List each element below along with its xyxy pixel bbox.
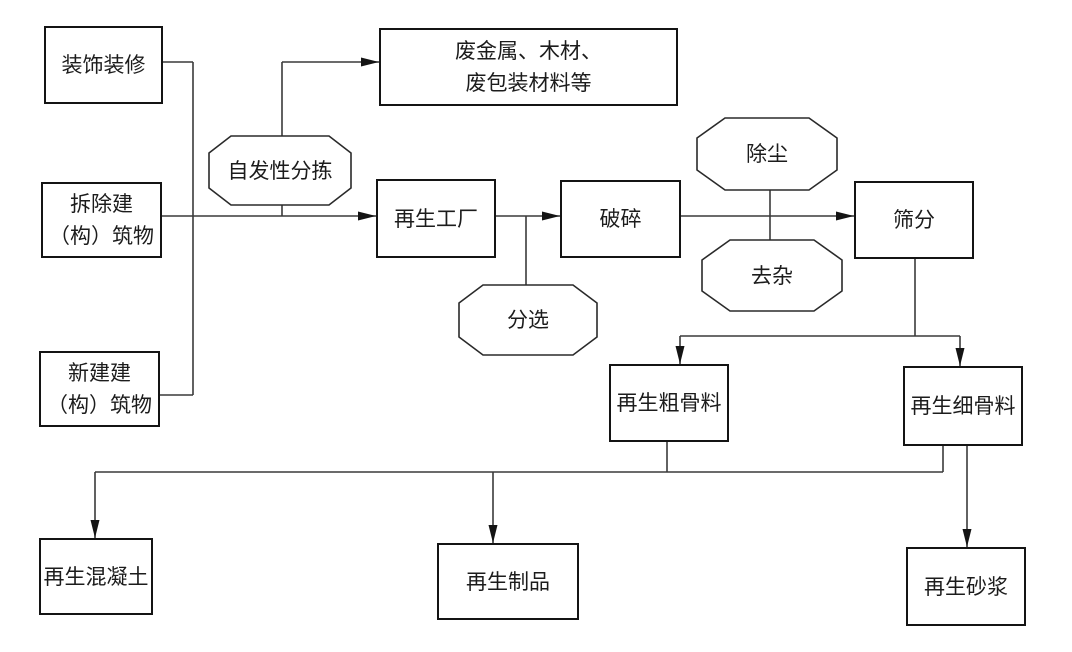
node-recycled-fine-aggregate: 再生细骨料 bbox=[903, 366, 1023, 446]
node-recycled-coarse-aggregate: 再生粗骨料 bbox=[609, 364, 729, 442]
node-label: 拆除建 bbox=[70, 192, 133, 216]
node-label: （构）筑物 bbox=[47, 393, 152, 417]
node-label: 破碎 bbox=[599, 207, 642, 231]
node-recycled-products: 再生制品 bbox=[437, 543, 579, 620]
node-label: 自发性分拣 bbox=[227, 158, 333, 183]
node-label: 装饰装修 bbox=[61, 53, 146, 77]
node-label: 新建建 bbox=[68, 361, 131, 385]
node-label: 废包装材料等 bbox=[465, 71, 592, 95]
node-demolished-buildings: 拆除建 （构）筑物 bbox=[41, 182, 162, 258]
octagon-spontaneous-sorting bbox=[208, 135, 352, 206]
node-label: 去杂 bbox=[751, 263, 793, 288]
octagon-impurity-removal bbox=[701, 239, 843, 312]
node-new-construction: 新建建 （构）筑物 bbox=[39, 351, 160, 427]
node-waste-metal-wood-packaging: 废金属、木材、 废包装材料等 bbox=[379, 28, 678, 106]
node-label: 除尘 bbox=[746, 142, 788, 166]
node-sorting: 分选 bbox=[459, 285, 597, 355]
node-label: 再生工厂 bbox=[394, 206, 478, 231]
node-crushing: 破碎 bbox=[560, 180, 681, 258]
node-screening: 筛分 bbox=[854, 181, 974, 259]
node-label: 分选 bbox=[507, 308, 549, 332]
octagon-sorting bbox=[458, 284, 598, 356]
node-label: 废金属、木材、 bbox=[455, 39, 602, 63]
node-recycling-plant: 再生工厂 bbox=[376, 179, 496, 258]
node-label: （构）筑物 bbox=[49, 224, 154, 248]
node-decoration-renovation: 装饰装修 bbox=[44, 26, 163, 104]
node-label: 再生制品 bbox=[466, 569, 550, 594]
node-label: 再生砂浆 bbox=[924, 574, 1008, 599]
node-label: 再生粗骨料 bbox=[616, 391, 722, 415]
node-dust-removal: 除尘 bbox=[697, 118, 837, 190]
node-label: 筛分 bbox=[893, 208, 935, 232]
node-label: 再生混凝土 bbox=[43, 564, 149, 589]
node-recycled-mortar: 再生砂浆 bbox=[906, 547, 1026, 626]
node-recycled-concrete: 再生混凝土 bbox=[39, 538, 153, 615]
node-label: 再生细骨料 bbox=[910, 394, 1016, 418]
octagon-dust-removal bbox=[696, 117, 838, 191]
node-impurity-removal: 去杂 bbox=[702, 240, 842, 311]
node-spontaneous-sorting: 自发性分拣 bbox=[209, 136, 351, 205]
